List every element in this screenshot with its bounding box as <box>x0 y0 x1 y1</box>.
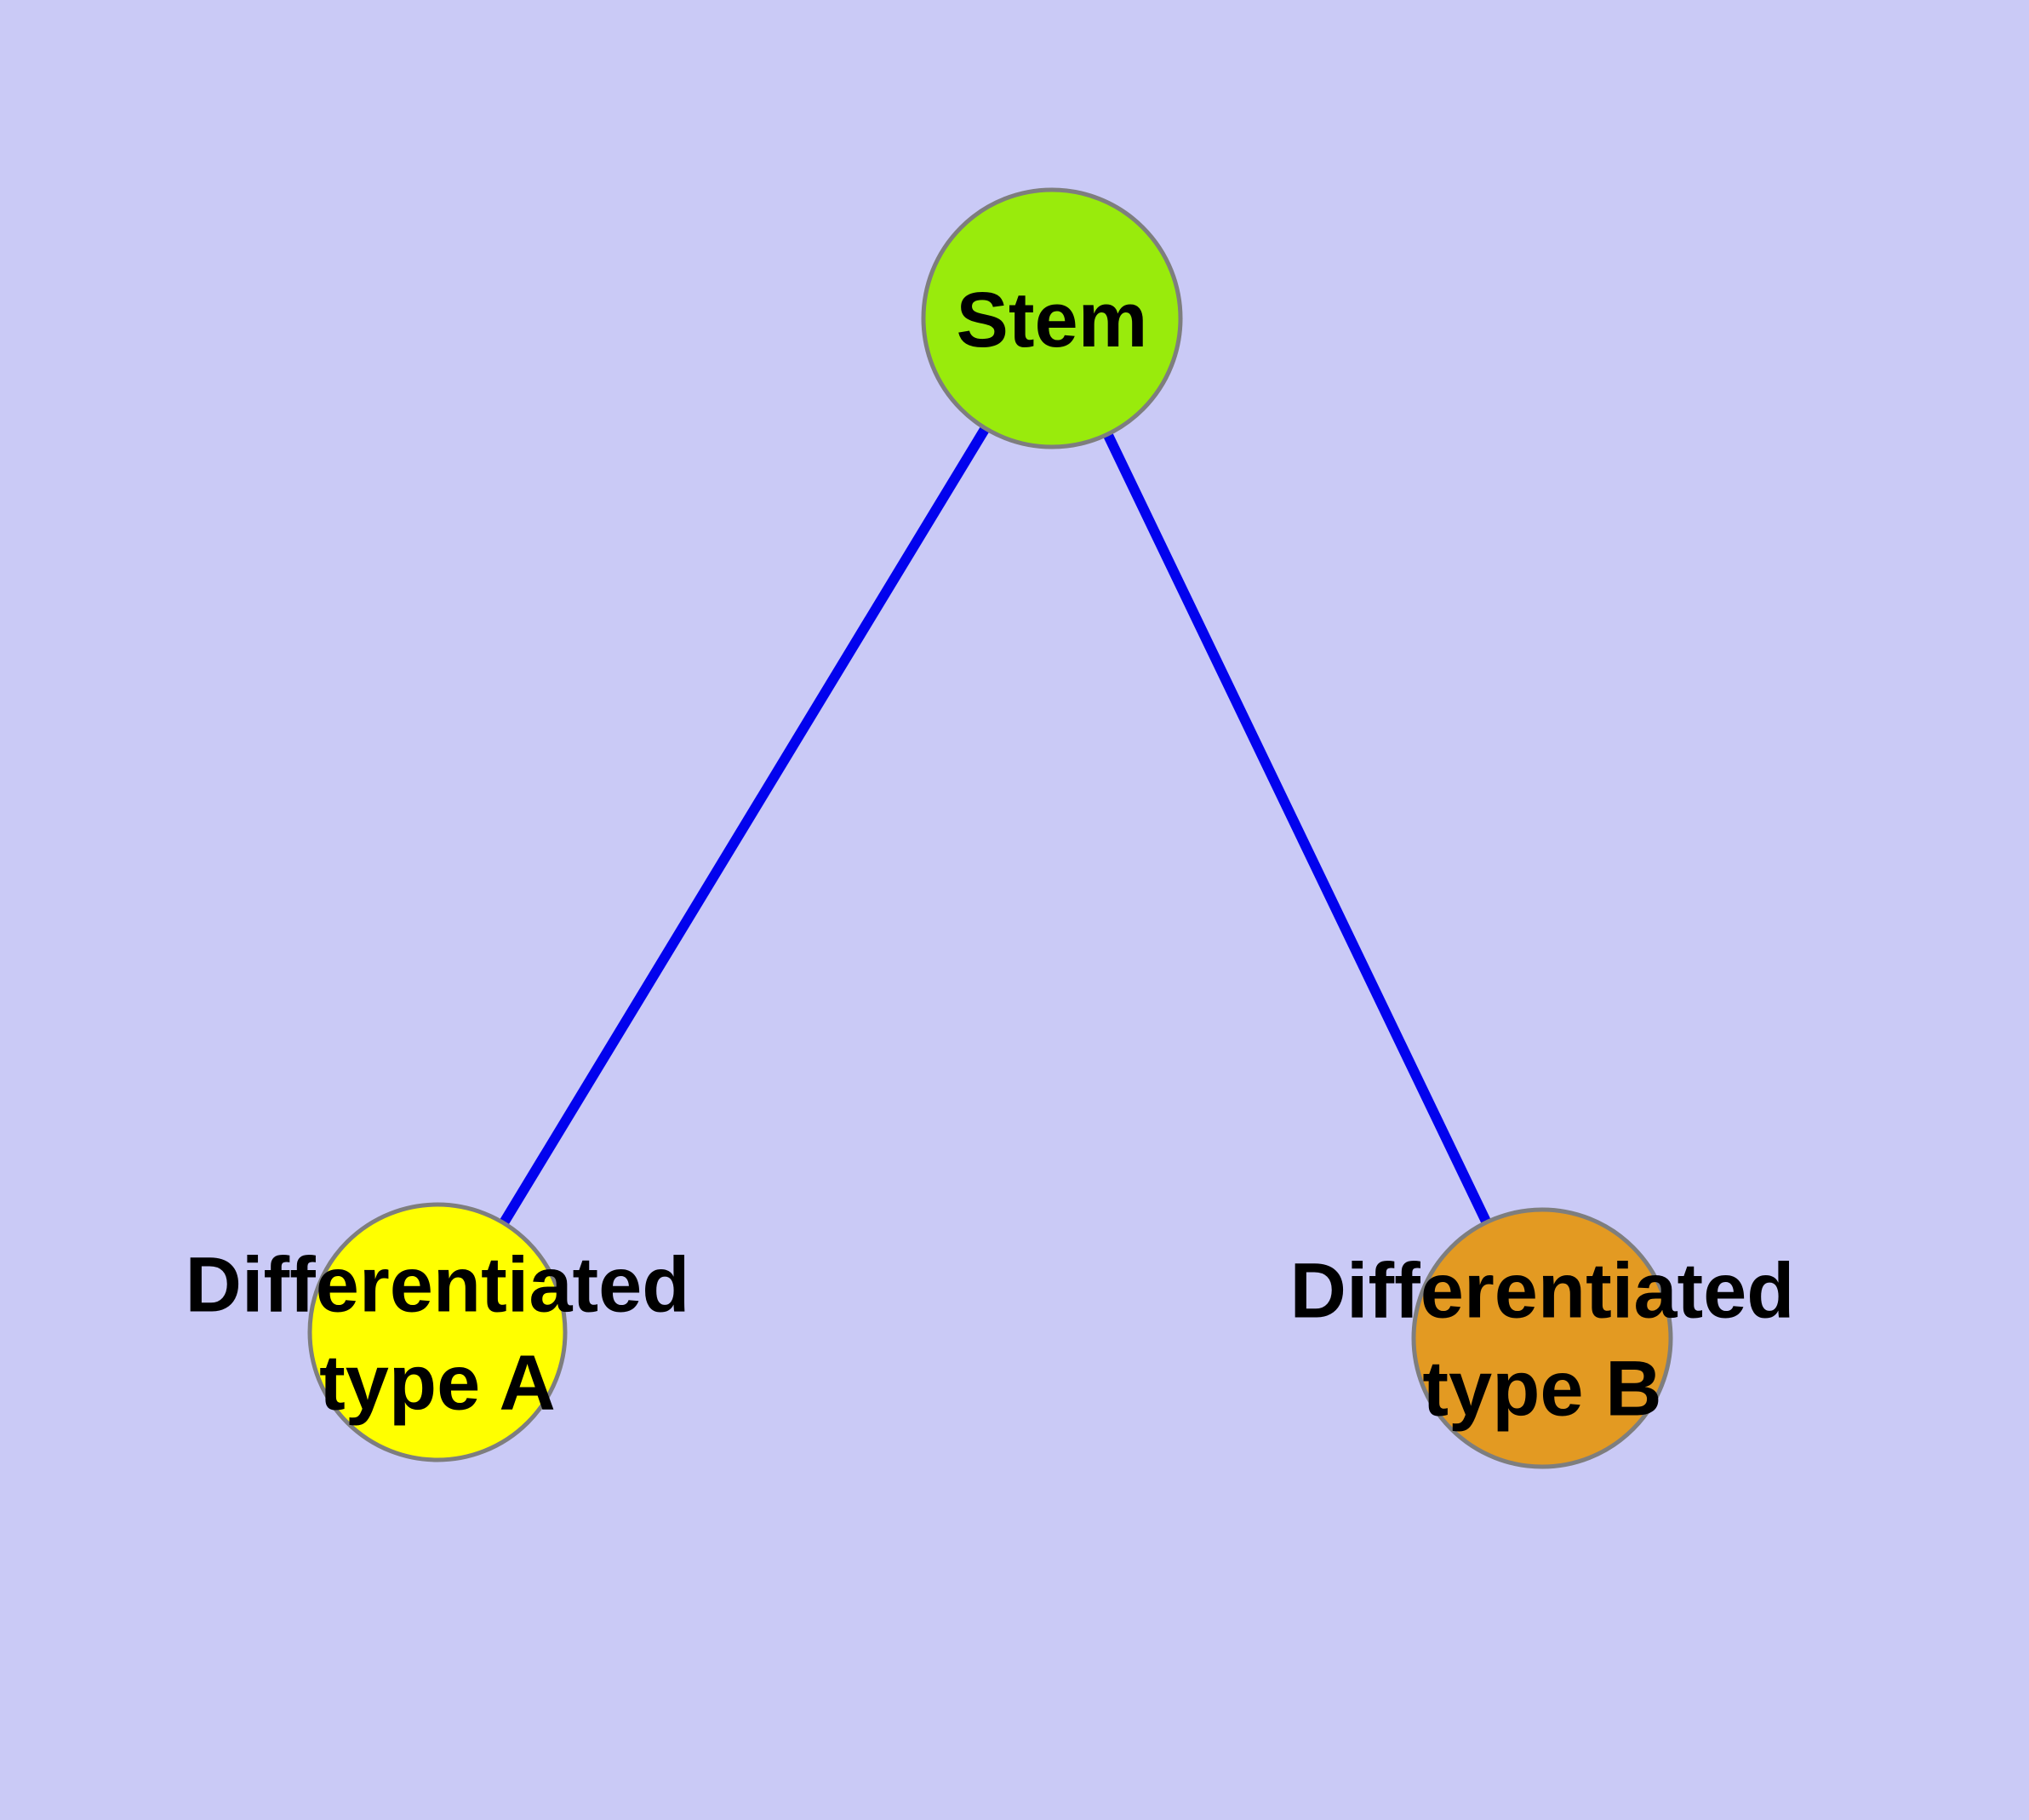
node-diff-type-b-circle <box>1411 1207 1673 1469</box>
edge-stem-to-diff-type-b <box>1047 316 1547 1341</box>
node-stem-circle <box>921 187 1183 449</box>
node-stem-label: Stem <box>957 277 1148 363</box>
edges-layer <box>432 315 1547 1341</box>
node-stem: Stem <box>921 187 1183 449</box>
node-diff-type-a-circle <box>307 1202 568 1462</box>
edge-stem-to-diff-type-a <box>432 315 1057 1336</box>
